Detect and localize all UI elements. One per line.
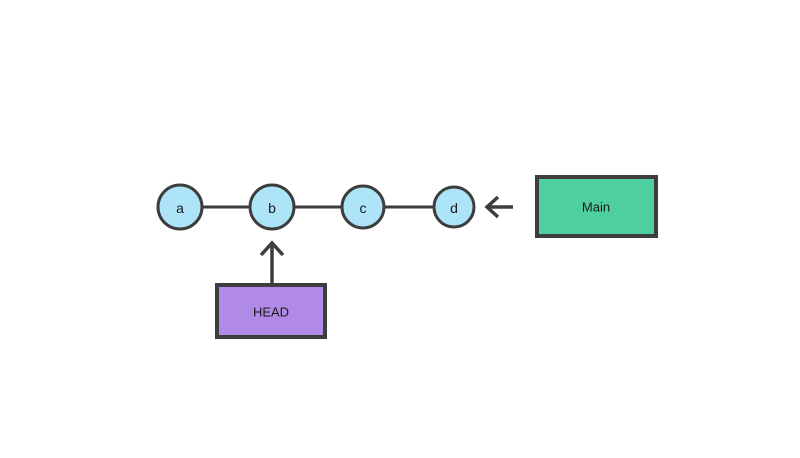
head-ref-box[interactable]: HEAD <box>215 283 327 339</box>
arrow-head-to-commit-b <box>259 240 285 285</box>
branch-ref-main-label: Main <box>582 200 610 215</box>
commit-label-d: d <box>450 200 458 216</box>
arrow-main-to-commit-d <box>484 195 513 219</box>
commit-node-b[interactable]: b <box>248 183 296 231</box>
head-ref-rect[interactable] <box>215 283 327 339</box>
arrow-head-up-icon <box>259 240 285 257</box>
branch-ref-main-box[interactable] <box>535 175 658 238</box>
commit-node-a[interactable]: a <box>156 183 204 231</box>
commit-node-d[interactable]: d <box>432 185 476 229</box>
branch-ref-main[interactable]: Main <box>535 175 658 238</box>
commit-circle-d[interactable] <box>432 185 476 229</box>
head-ref-label: HEAD <box>253 305 289 320</box>
commit-label-b: b <box>268 200 276 216</box>
commit-circle-c[interactable] <box>340 184 386 230</box>
commit-circle-b[interactable] <box>248 183 296 231</box>
arrow-head-left-icon <box>484 195 500 219</box>
commit-label-a: a <box>176 200 184 216</box>
commit-node-c[interactable]: c <box>340 184 386 230</box>
commit-label-c: c <box>360 200 367 216</box>
commit-circle-a[interactable] <box>156 183 204 231</box>
